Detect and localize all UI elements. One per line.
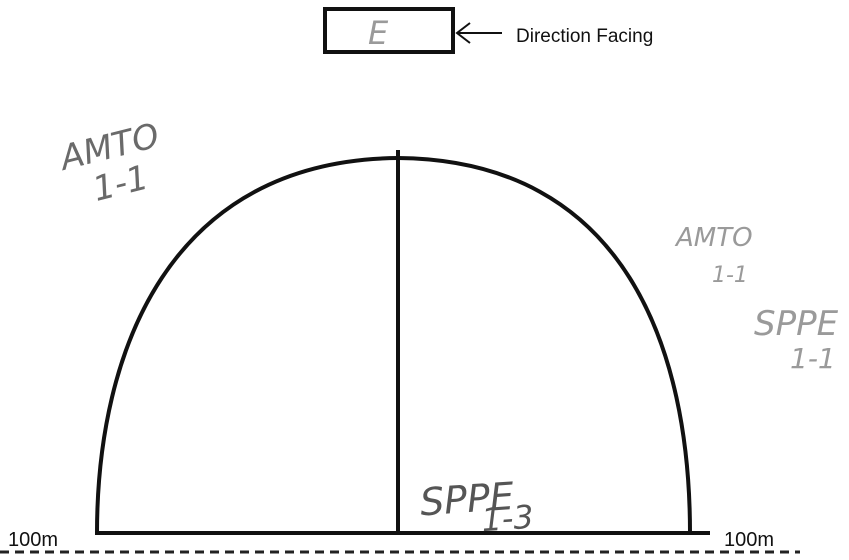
annotation-upper-left: AMTO 1-1 xyxy=(54,116,163,210)
direction-value: E xyxy=(368,14,389,52)
range-arc xyxy=(95,155,692,534)
arrow-left-icon xyxy=(455,22,502,44)
annotation-title: SPPE xyxy=(754,304,839,344)
direction-box xyxy=(323,7,455,54)
annotation-right-lower: SPPE 1-1 xyxy=(754,304,839,375)
annotation-value: 1-1 xyxy=(712,263,748,288)
annotation-right-upper: AMTO 1-1 xyxy=(674,223,753,288)
left-range-label: 100m xyxy=(8,529,58,551)
annotation-value: 1-1 xyxy=(790,342,836,375)
annotation-bottom-center: SPPE 1-3 xyxy=(419,474,535,540)
right-range-label: 100m xyxy=(724,529,774,551)
direction-label: Direction Facing xyxy=(516,26,653,47)
annotation-title: SPPE xyxy=(419,474,516,524)
annotation-value: 1-3 xyxy=(480,498,535,540)
annotation-title: AMTO xyxy=(674,223,753,253)
